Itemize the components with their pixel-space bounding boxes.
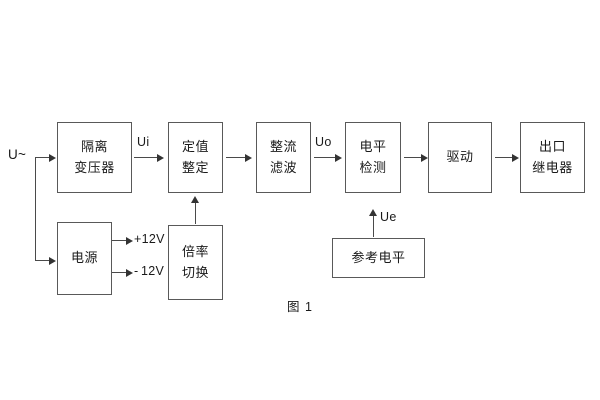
input-source-label: U~ xyxy=(8,147,27,162)
arrowhead-level-to-drive xyxy=(421,153,428,162)
block-power-supply-line1: 电源 xyxy=(70,250,98,266)
wire-ue xyxy=(373,216,375,237)
block-setting-value-line1: 定值 xyxy=(181,139,209,155)
arrowhead-to-isolation-transformer xyxy=(49,153,56,162)
wire-ui xyxy=(134,157,160,159)
block-rectify-filter-line2: 滤波 xyxy=(269,159,297,175)
block-multiplier-switch-line2: 切换 xyxy=(181,264,209,280)
arrowhead-drive-to-relay xyxy=(512,153,519,162)
wire-to-power-supply xyxy=(35,260,52,262)
block-reference-level-line1: 参考电平 xyxy=(351,249,406,265)
signal-label-ue: Ue xyxy=(380,210,397,224)
wire-rail-negative xyxy=(112,272,129,274)
block-setting-value[interactable]: 定值 整定 xyxy=(168,122,223,193)
arrowhead-rail-positive xyxy=(126,236,133,245)
wire-level-to-drive xyxy=(404,157,424,159)
block-reference-level[interactable]: 参考电平 xyxy=(332,238,425,278)
arrowhead-multiplier-to-setting xyxy=(191,196,199,203)
arrowhead-ue xyxy=(369,209,377,216)
arrowhead-ui xyxy=(157,153,164,162)
block-output-relay[interactable]: 出口 继电器 xyxy=(520,122,585,193)
signal-label-ui: Ui xyxy=(137,135,150,149)
rail-label-positive: +12V xyxy=(134,232,165,246)
wire-multiplier-to-setting xyxy=(195,203,197,224)
block-power-supply[interactable]: 电源 xyxy=(57,222,112,295)
arrowhead-rail-negative xyxy=(126,268,133,277)
block-isolation-transformer-line2: 变压器 xyxy=(74,159,115,175)
block-output-relay-line1: 出口 xyxy=(538,139,566,155)
block-isolation-transformer-line1: 隔离 xyxy=(80,139,108,155)
arrowhead-to-power-supply xyxy=(49,256,56,265)
wire-to-isolation-transformer xyxy=(35,157,52,159)
block-level-detect-line2: 检测 xyxy=(359,159,387,175)
input-branch-trunk xyxy=(35,157,37,261)
wire-drive-to-relay xyxy=(495,157,516,159)
block-rectify-filter-line1: 整流 xyxy=(269,139,297,155)
block-level-detect-line1: 电平 xyxy=(359,139,387,155)
block-isolation-transformer[interactable]: 隔离 变压器 xyxy=(57,122,132,193)
block-level-detect[interactable]: 电平 检测 xyxy=(345,122,401,193)
wire-rail-positive xyxy=(112,240,129,242)
arrowhead-setting-to-rectify xyxy=(245,153,252,162)
signal-label-uo: Uo xyxy=(315,135,332,149)
block-drive[interactable]: 驱动 xyxy=(428,122,492,193)
rail-label-negative: 12V xyxy=(141,264,165,278)
block-multiplier-switch-line1: 倍率 xyxy=(181,244,209,260)
wire-uo xyxy=(314,157,338,159)
block-setting-value-line2: 整定 xyxy=(181,159,209,175)
figure-caption: 图 1 xyxy=(287,300,313,314)
wire-setting-to-rectify xyxy=(226,157,248,159)
arrowhead-uo xyxy=(335,153,342,162)
block-multiplier-switch[interactable]: 倍率 切换 xyxy=(168,225,223,300)
block-rectify-filter[interactable]: 整流 滤波 xyxy=(256,122,311,193)
block-output-relay-line2: 继电器 xyxy=(532,159,573,175)
block-drive-line1: 驱动 xyxy=(446,149,474,165)
rail-label-negative-sign: - xyxy=(134,264,139,278)
